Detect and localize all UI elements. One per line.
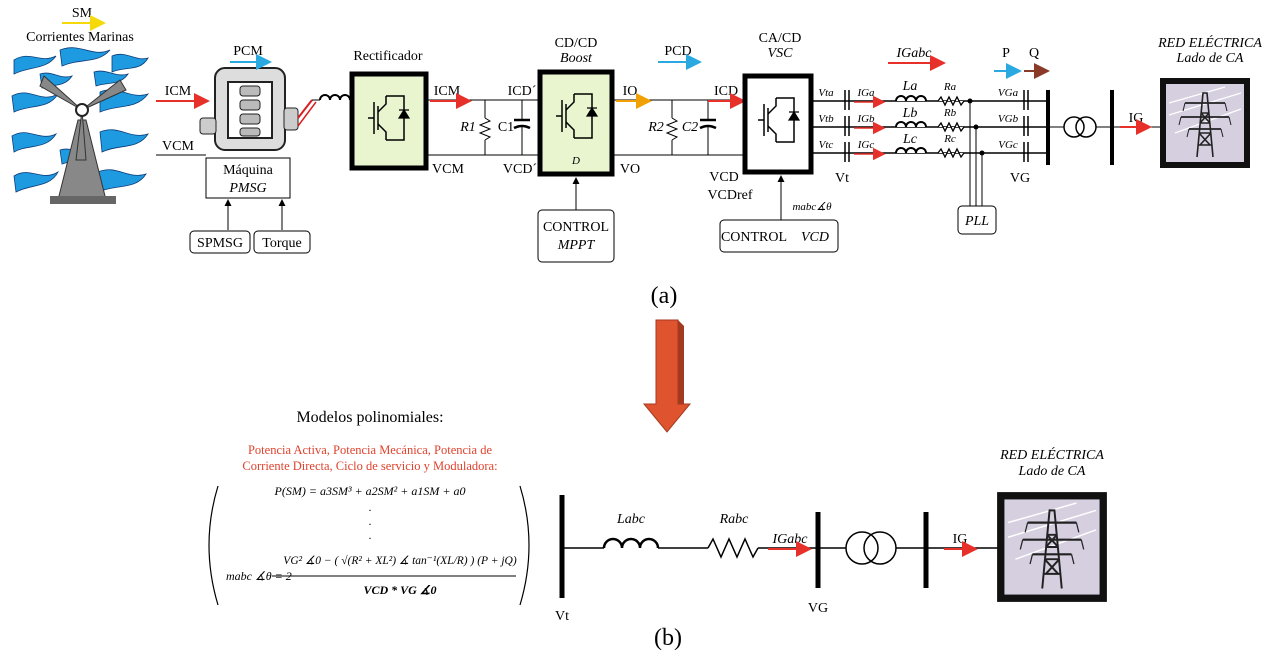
models-red-1: Potencia Activa, Potencia Mecánica, Pote… <box>248 443 492 457</box>
pll-label: PLL <box>964 214 989 229</box>
vt-label: Vt <box>835 171 849 186</box>
r2-label: R2 <box>647 120 664 135</box>
control-mppt-box <box>537 209 615 263</box>
grid-tower-a <box>1163 81 1247 165</box>
vta-label: Vta <box>818 87 834 99</box>
down-arrow <box>642 319 692 433</box>
marine-turbine <box>10 46 150 204</box>
dcdc-title: CD/CD <box>555 36 598 51</box>
models-red-2: Corriente Directa, Ciclo de servicio y M… <box>242 459 497 473</box>
c2-label: C2 <box>682 120 698 135</box>
icd-prime-label: ICD´ <box>508 84 537 99</box>
vgc-label: VGc <box>998 139 1018 151</box>
grid-title-b-1: RED ELÉCTRICA <box>999 446 1104 463</box>
inductor-labc <box>602 537 660 549</box>
rectifier-label: Rectificador <box>353 49 423 64</box>
torque-label: Torque <box>262 236 301 251</box>
marine-currents-label: Corrientes Marinas <box>26 30 134 45</box>
icm-left-label: ICM <box>165 84 192 99</box>
r1-label: R1 <box>459 120 476 135</box>
grid-title-a-1: RED ELÉCTRICA <box>1157 34 1262 51</box>
igc-label: IGc <box>857 139 875 151</box>
models-title: Modelos polinomiales: <box>296 409 443 426</box>
machine-line1: Máquina <box>223 163 274 178</box>
vga-label: VGa <box>998 87 1019 99</box>
ig-label-b: IG <box>953 532 968 547</box>
pll-box <box>957 205 997 235</box>
igabc-label: IGabc <box>896 46 933 61</box>
dot-1: . <box>369 500 372 514</box>
sm-label: SM <box>72 6 93 21</box>
lb-label: Lb <box>902 106 918 121</box>
q-label: Q <box>1029 46 1039 61</box>
vg-label-b: VG <box>808 601 828 616</box>
icd-label: ICD <box>714 84 738 99</box>
dot-3: . <box>369 528 372 542</box>
mabc-label: mabc∡θ <box>792 201 832 213</box>
vgb-label: VGb <box>998 113 1019 125</box>
transformer-b <box>845 531 879 565</box>
p-label: P <box>1002 46 1010 61</box>
control-mppt-line2: MPPT <box>557 238 596 253</box>
control-mppt-line1: CONTROL <box>543 220 609 235</box>
vg-label: VG <box>1010 171 1030 186</box>
pcm-label: PCM <box>233 44 263 59</box>
acdc-sub: VSC <box>768 46 794 61</box>
igabc-label-b: IGabc <box>772 532 809 547</box>
pmsg-machine <box>199 67 317 151</box>
left-big-paren <box>208 485 219 606</box>
acdc-title: CA/CD <box>759 31 802 46</box>
transformer-a <box>1063 116 1085 138</box>
vcdref-label: VCDref <box>707 188 752 203</box>
iga-label: IGa <box>856 87 875 99</box>
rc-label: Rc <box>943 133 956 145</box>
caption-b: (b) <box>654 625 682 651</box>
ig-label: IG <box>1129 111 1144 126</box>
resistor-rabc <box>707 537 759 559</box>
right-big-paren <box>519 485 530 606</box>
control-vcd-line1: CONTROL <box>721 230 787 245</box>
vtc-label: Vtc <box>819 139 834 151</box>
boost-converter-block <box>537 69 615 177</box>
rectifier-block <box>349 71 429 171</box>
machine-line2: PMSG <box>228 181 266 196</box>
vcd-prime-label: VCD´ <box>503 162 537 177</box>
vcm-label: VCM <box>432 162 464 177</box>
vo-label: VO <box>620 162 640 177</box>
grid-title-a-2: Lado de CA <box>1176 51 1244 66</box>
equation-numerator: VG² ∡0 − ( √(R² + XL²) ∡ tan⁻¹(XL/R) ) (… <box>283 554 517 567</box>
vt-label-b: Vt <box>555 609 569 624</box>
vcm-left-label: VCM <box>162 139 194 154</box>
icm-label: ICM <box>434 84 461 99</box>
grid-tower-b <box>1001 496 1103 598</box>
labc-label: Labc <box>616 512 646 527</box>
d-label: D <box>571 155 580 167</box>
vtb-label: Vtb <box>818 113 834 125</box>
vcd-label: VCD <box>709 170 739 185</box>
rabc-label: Rabc <box>719 512 750 527</box>
io-label: IO <box>623 84 638 99</box>
equation-lhs: mabc ∡θ = 2 <box>226 569 292 583</box>
lc-label: Lc <box>902 132 918 147</box>
control-vcd-line2: VCD <box>801 230 829 245</box>
la-label: La <box>902 79 918 94</box>
ra-label: Ra <box>943 81 957 93</box>
grid-title-b-2: Lado de CA <box>1018 464 1086 479</box>
machine-box <box>205 157 291 199</box>
dot-2: . <box>369 514 372 528</box>
c1-label: C1 <box>498 120 514 135</box>
pcd-label: PCD <box>664 44 691 59</box>
dcdc-sub: Boost <box>560 51 593 66</box>
rb-label: Rb <box>943 107 957 119</box>
spmsg-box <box>189 230 251 254</box>
vsc-block <box>742 73 814 175</box>
equation-denominator: VCD * VG ∡0 <box>363 583 436 597</box>
spmsg-label: SPMSG <box>197 236 243 251</box>
igb-label: IGb <box>856 113 875 125</box>
control-vcd-box <box>719 219 839 253</box>
torque-box <box>253 230 311 254</box>
equation-power: P(SM) = a3SM³ + a2SM² + a1SM + a0 <box>274 484 466 498</box>
caption-a: (a) <box>651 283 678 309</box>
